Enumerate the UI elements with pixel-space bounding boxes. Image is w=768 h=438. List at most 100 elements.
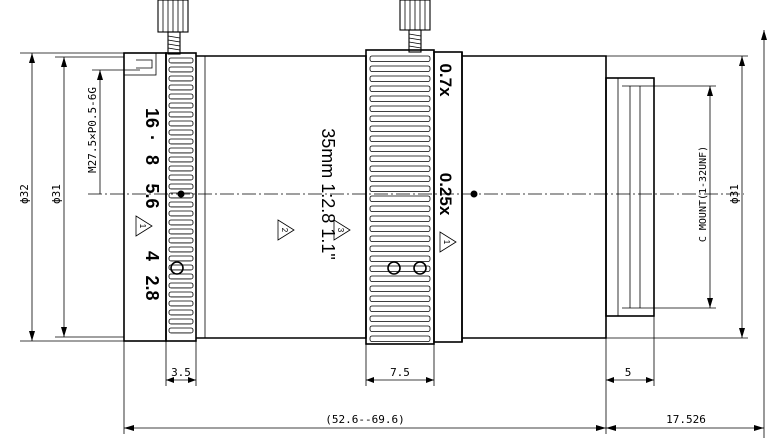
iris-knurl-rib [168, 111, 194, 118]
aperture-scale: 16 · 8 5.6 1 4 2.8 [135, 108, 184, 301]
dim-7-5: 7.5 [365, 344, 435, 386]
svg-text:2: 2 [280, 228, 289, 233]
f-number-2-8: 2.8 [142, 275, 162, 300]
magnification-scale: 0.7x 0.25x 1 [436, 63, 457, 253]
focus-knurl-rib [369, 205, 431, 212]
iris-knurl-rib [168, 120, 194, 127]
focus-knurl-rib [369, 275, 431, 282]
focus-knurl-rib [369, 65, 431, 72]
iris-knurl-rib [168, 156, 194, 163]
iris-knurl-rib [168, 93, 194, 100]
focus-knurl-rib [369, 215, 431, 222]
rear-barrel [462, 55, 607, 339]
note-triangle-3: 3 [333, 219, 351, 241]
focus-knurl-rib [369, 165, 431, 172]
focus-knurl-rib [369, 105, 431, 112]
focus-knurl-rib [369, 255, 431, 262]
focus-knurl-rib [369, 95, 431, 102]
note-triangle-1-mag: 1 [439, 231, 457, 253]
iris-knurl-rib [168, 291, 194, 298]
dim-flange-label: 17.526 [666, 413, 706, 426]
focus-knurl-rib [369, 245, 431, 252]
iris-knurl-rib [168, 264, 194, 271]
iris-knurl-rib [168, 183, 194, 190]
iris-knurl-rib [168, 147, 194, 154]
c-mount [605, 77, 655, 317]
svg-text:1: 1 [442, 240, 451, 245]
iris-knurl-rib [168, 57, 194, 64]
focus-knurl-rib [369, 145, 431, 152]
dim-d31-right: ϕ31 [606, 55, 748, 339]
f-number-16: 16 [142, 108, 162, 128]
iris-knurl-rib [168, 228, 194, 235]
lens-marking: 35mm 1:2.8 1.1" 2 3 [277, 128, 351, 260]
iris-knurl-rib [168, 174, 194, 181]
iris-knurl-rib [168, 165, 194, 172]
iris-knurl-rib [168, 84, 194, 91]
focus-knurl-rib [369, 295, 431, 302]
dim-thread: M27.5×P0.5-6G [86, 69, 140, 194]
f-number-4: 4 [142, 251, 162, 261]
iris-knurl-rib [168, 273, 194, 280]
dim-5-label: 5 [625, 366, 632, 379]
dim-d31-right-label: ϕ31 [728, 184, 741, 204]
focus-screw-hole-1 [387, 261, 401, 275]
iris-knurl-rib [168, 318, 194, 325]
dim-d32: ϕ32 [18, 52, 124, 342]
iris-knurl-rib [168, 300, 194, 307]
focus-knurl-rib [369, 185, 431, 192]
iris-knurl-rib [168, 129, 194, 136]
iris-knurl-rib [168, 327, 194, 334]
f-separator: · [142, 135, 162, 141]
iris-screw-hole [170, 261, 184, 275]
dim-d31-left-label: ϕ31 [50, 184, 63, 204]
focus-ring [365, 49, 435, 345]
mag-0-25x: 0.25x [436, 173, 455, 216]
focus-knurl-rib [369, 285, 431, 292]
lens-spec: 35mm 1:2.8 1.1" [318, 128, 338, 259]
focus-knurl-rib [369, 155, 431, 162]
iris-knurl-rib [168, 219, 194, 226]
f-number-5-6: 5.6 [142, 183, 162, 208]
focus-knurl-rib [369, 175, 431, 182]
iris-knurl-rib [168, 138, 194, 145]
iris-knurl-rib [168, 246, 194, 253]
focus-knurl-rib [369, 135, 431, 142]
focus-knurl-rib [369, 85, 431, 92]
iris-knurl-rib [168, 210, 194, 217]
dim-5: 5 [605, 316, 655, 386]
dim-mount: C MOUNT(1-32UNF) [654, 85, 716, 309]
svg-text:1: 1 [138, 224, 147, 229]
magnification-band [433, 51, 463, 343]
focus-knurl-rib [369, 225, 431, 232]
svg-text:3: 3 [336, 228, 345, 233]
iris-knurl-rib [168, 102, 194, 109]
dim-mount-label: C MOUNT(1-32UNF) [698, 146, 709, 242]
dim-3-5: 3.5 [165, 338, 197, 386]
focus-knurl-rib [369, 335, 431, 342]
dim-total-length: (52.6--69.6) [123, 341, 607, 434]
iris-knurl-rib [168, 201, 194, 208]
dim-d32-label: ϕ32 [18, 184, 31, 204]
focus-knurl-rib [369, 55, 431, 62]
focus-knurl-rib [369, 315, 431, 322]
focus-knurl-rib [369, 235, 431, 242]
f-number-8: 8 [142, 155, 162, 165]
middle-barrel [196, 55, 367, 339]
iris-knurl-rib [168, 309, 194, 316]
focus-knurl-rib [369, 125, 431, 132]
iris-knurl-rib [168, 75, 194, 82]
note-triangle-1-iris: 1 [135, 215, 153, 237]
focus-knurl-rib [369, 195, 431, 202]
iris-knurl-rib [168, 282, 194, 289]
iris-knurl-rib [168, 237, 194, 244]
iris-ring [165, 52, 197, 342]
dim-d31-left: ϕ31 [50, 56, 124, 338]
focus-knurl-rib [369, 325, 431, 332]
iris-knurl-rib [168, 66, 194, 73]
focus-knurl-rib [369, 305, 431, 312]
dim-thread-label: M27.5×P0.5-6G [86, 87, 99, 173]
iris-knurl-rib [168, 255, 194, 262]
focus-knurl-rib [369, 115, 431, 122]
